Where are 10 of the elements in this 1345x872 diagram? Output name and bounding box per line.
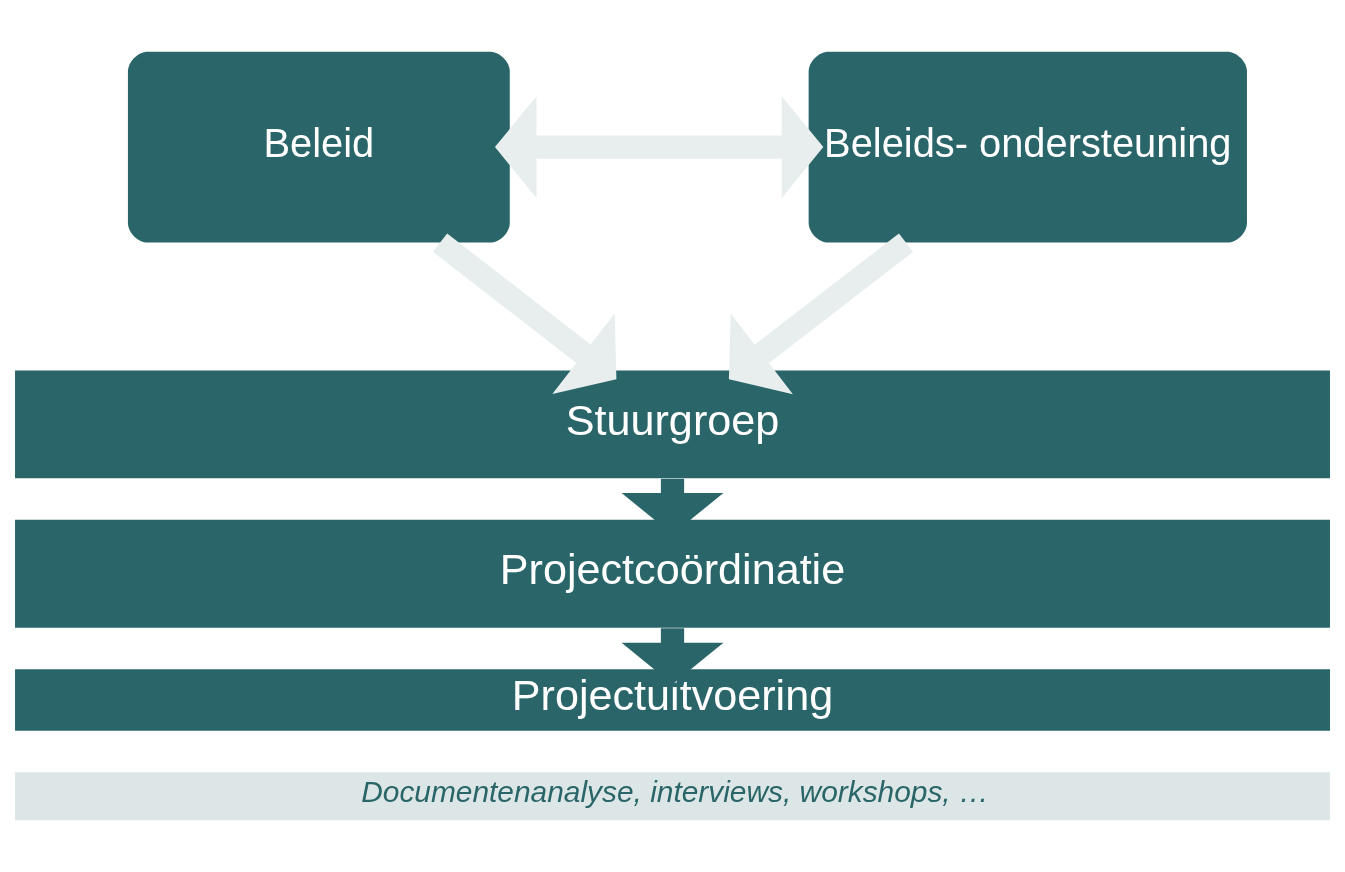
arrow (494, 96, 824, 198)
arrow (728, 233, 914, 395)
node-box: Documentenanalyse, interviews, workshops, … (15, 772, 1330, 821)
node-box: Projectcoördinatie (15, 519, 1330, 628)
node-box: Stuurgroep (15, 370, 1330, 479)
node-box: Beleid (127, 51, 510, 243)
arrow (621, 628, 724, 685)
arrow (432, 233, 617, 395)
node-box: Beleids- ondersteuning (808, 51, 1247, 243)
node-box: Projectuitvoering (15, 669, 1330, 731)
